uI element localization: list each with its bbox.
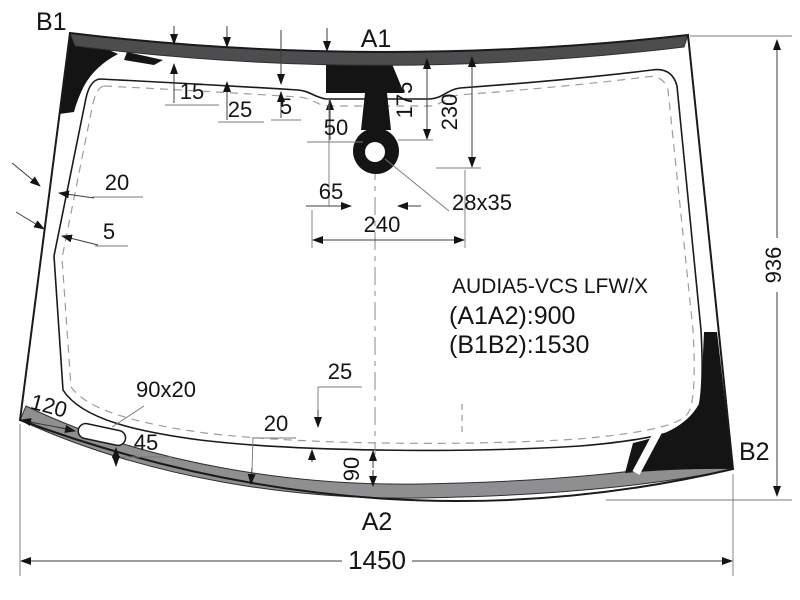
mirror-sensor-base	[326, 64, 404, 93]
part-a1a2-text: (A1A2):900	[449, 302, 575, 330]
dim-label-240: 240	[364, 212, 401, 237]
dim-left-5: 5	[15, 211, 128, 247]
dim-sensor-230: 230	[436, 56, 481, 169]
dim-label-left-5: 5	[103, 219, 115, 244]
dim-sensor-hole-28x35: 28x35	[384, 158, 512, 215]
dim-label-65: 65	[319, 179, 343, 204]
dim-label-left-20: 20	[105, 170, 129, 195]
corner-label-b2: B2	[739, 438, 770, 466]
dim-label-50: 50	[324, 115, 348, 140]
dim-top-25: 25	[218, 26, 264, 123]
frit-corner-gap	[632, 426, 664, 475]
dim-bottom-90: 90	[339, 450, 377, 487]
dim-label-5-top: 5	[280, 94, 292, 119]
dim-total-width-1450: 1450	[19, 424, 734, 576]
slot-90x20	[77, 422, 127, 447]
dim-label-175: 175	[392, 82, 417, 119]
frit-corner-top-left-strip	[124, 52, 163, 65]
mirror-sensor-stem	[361, 93, 391, 130]
dim-bottom-20: 20	[247, 411, 316, 485]
dim-sensor-240: 240	[311, 170, 466, 436]
dim-total-height-936: 936	[606, 35, 792, 501]
dim-label-28x35: 28x35	[452, 190, 512, 215]
frit-corner-top-left	[59, 32, 118, 114]
frit-dashed-line	[61, 75, 695, 444]
dim-label-90x20: 90x20	[136, 377, 196, 402]
glass-outline-stroke	[18, 31, 735, 503]
dim-slot-90x20: 90x20	[111, 377, 196, 428]
frit-corner-bottom-right	[625, 332, 733, 473]
part-model-text: AUDIA5-VCS LFW/X	[452, 275, 648, 298]
corner-label-a1: A1	[361, 25, 392, 53]
dim-label-45: 45	[134, 430, 158, 455]
corner-label-a2: A2	[362, 508, 393, 536]
sensor-hole	[365, 142, 385, 162]
dim-label-bottom-25: 25	[328, 359, 352, 384]
dim-label-230: 230	[437, 94, 462, 131]
dim-label-936: 936	[761, 247, 786, 284]
part-b1b2-text: (B1B2):1530	[449, 331, 589, 359]
dim-slot-45: 45	[112, 430, 171, 467]
glass-outline	[20, 33, 733, 502]
dim-label-25-top: 25	[228, 97, 252, 122]
dim-left-20: 20	[11, 162, 143, 199]
dim-label-1450: 1450	[348, 545, 406, 575]
dim-label-bottom-20: 20	[264, 411, 288, 436]
corner-label-b1: B1	[36, 8, 67, 36]
dim-top-5: 5	[271, 30, 301, 121]
dim-notch-50: 50	[307, 99, 363, 206]
dim-bottom-25: 25	[314, 359, 362, 428]
dim-top-15: 15	[165, 26, 219, 106]
dim-label-bottom-90: 90	[339, 457, 364, 481]
dim-sensor-175: 175	[392, 58, 433, 141]
dim-sensor-65: 65	[306, 179, 421, 210]
dim-label-15: 15	[180, 79, 204, 104]
